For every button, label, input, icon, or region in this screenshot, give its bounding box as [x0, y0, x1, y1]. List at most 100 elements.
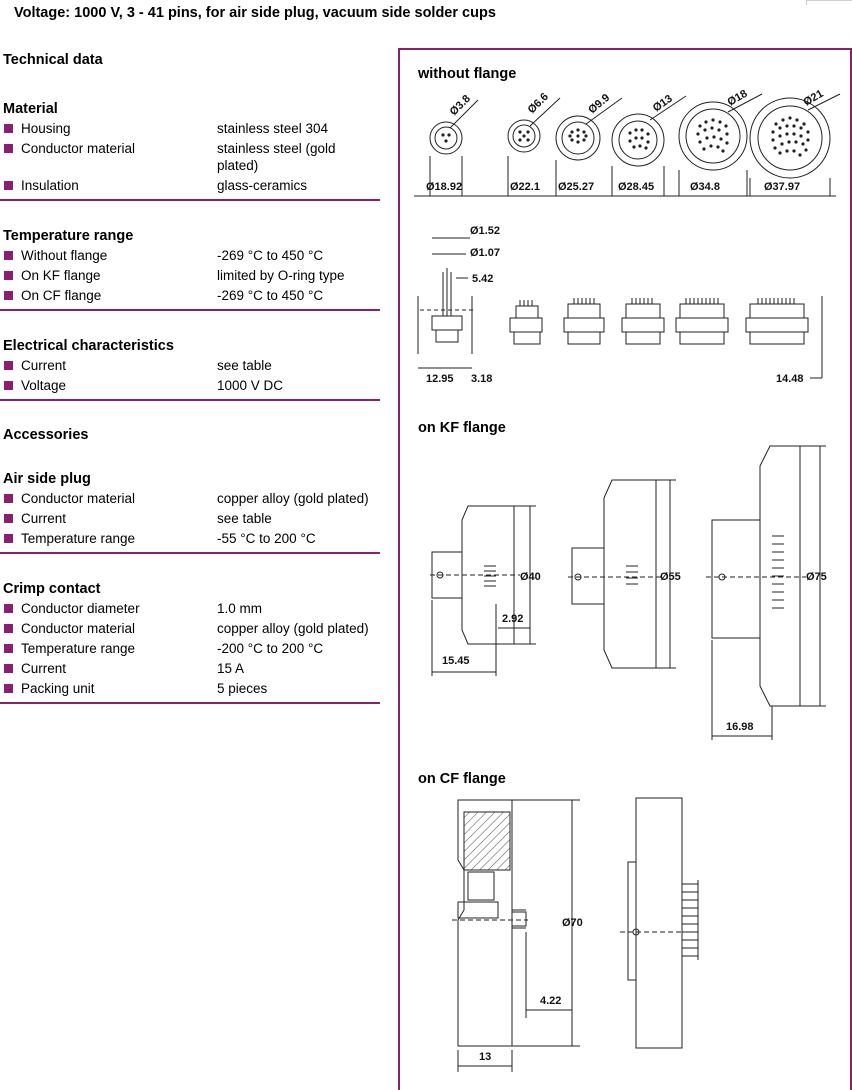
spec-label: Conductor material [21, 141, 136, 156]
spec-row: Conductor material stainless steel (gold … [0, 140, 380, 177]
electrical-section: Electrical characteristics Current see ta… [0, 335, 380, 401]
bullet-square [4, 124, 13, 133]
spec-row: Conductor diameter 1.0 mm [0, 600, 380, 620]
spec-row: Insulation glass-ceramics [0, 177, 380, 199]
dim-label: Ø3.8 [448, 93, 473, 118]
dim-label: Ø1.52 [470, 225, 500, 237]
spec-label: On CF flange [21, 288, 102, 303]
dim-label: 3.18 [471, 373, 492, 385]
material-heading: Material [3, 101, 58, 117]
spec-label: Conductor material [21, 491, 136, 506]
dim-label: 2.92 [502, 613, 523, 625]
kf-flange-drawing [430, 445, 826, 740]
bullet-square [4, 644, 13, 653]
spec-value: 1.0 mm [217, 601, 263, 616]
technical-data-heading: Technical data [3, 52, 103, 68]
accessories-heading: Accessories [3, 427, 89, 443]
cf-flange-title: on CF flange [418, 771, 506, 787]
spec-value: copper alloy (gold plated) [217, 491, 369, 506]
spec-label: Temperature range [21, 531, 136, 546]
temperature-heading: Temperature range [3, 228, 134, 244]
spec-label: Conductor material [21, 621, 136, 636]
bullet-square [4, 271, 13, 280]
front-dimension-leaders [414, 93, 841, 197]
dim-label: Ø18 [726, 88, 750, 109]
spec-label: Current [21, 661, 67, 676]
cf-dimension-labels: Ø70 4.22 13 [479, 917, 583, 1063]
spec-label: Current [21, 358, 67, 373]
spec-row: Temperature range-200 °C to 200 °C [0, 640, 380, 660]
dim-label: Ø18.92 [426, 181, 462, 193]
connector-front-views [429, 97, 831, 179]
spec-row: Conductor material copper alloy (gold pla… [0, 620, 380, 640]
without-flange-title: without flange [418, 66, 517, 82]
dim-label: Ø28.45 [618, 181, 654, 193]
spec-value: stainless steel (gold plated) [217, 141, 336, 173]
spec-label: Temperature range [21, 641, 136, 656]
dim-label: Ø6.6 [526, 91, 551, 116]
electrical-heading: Electrical characteristics [3, 338, 174, 354]
bullet-square [4, 144, 13, 153]
front-dimension-labels: Ø3.8 Ø6.6 Ø9.9 Ø13 Ø18 Ø21 Ø18.92 Ø22.1 … [426, 88, 826, 193]
side-dimension-labels: Ø1.52 Ø1.07 5.42 12.95 3.18 14.48 [426, 225, 804, 385]
bullet-square [4, 181, 13, 190]
dim-label: 12.95 [426, 373, 454, 385]
temperature-section: Temperature range Without flange -269 °C … [0, 225, 380, 311]
drawing-frame [398, 48, 852, 1090]
bullet-square [4, 624, 13, 633]
spec-row: Temperature range-55 °C to 200 °C [0, 530, 380, 552]
kf-dimension-labels: Ø40 2.92 15.45 Ø55 Ø75 16.98 [442, 571, 827, 733]
corner-mark [806, 0, 852, 5]
spec-label: Current [21, 511, 67, 526]
dim-label: 5.42 [472, 273, 493, 285]
kf-center-circles [436, 571, 726, 581]
dim-label: Ø25.27 [558, 181, 594, 193]
spec-label: Insulation [21, 178, 79, 193]
air-side-plug-heading: Air side plug [3, 471, 91, 487]
kf-flange-title: on KF flange [418, 420, 506, 436]
dim-label: Ø75 [806, 571, 827, 583]
spec-label: Housing [21, 121, 71, 136]
spec-label: Without flange [21, 248, 108, 263]
bullet-square [4, 251, 13, 260]
bullet-square [4, 664, 13, 673]
spec-row: Current see table [0, 357, 380, 377]
spec-label: Conductor diameter [21, 601, 140, 616]
dim-label: 15.45 [442, 655, 470, 667]
side-pin-ticks [519, 298, 795, 306]
bullet-square [4, 494, 13, 503]
bullet-square [4, 381, 13, 390]
spec-value: glass-ceramics [217, 178, 308, 193]
dim-label: Ø1.07 [470, 247, 500, 259]
bullet-square [4, 361, 13, 370]
spec-value: copper alloy (gold plated) [217, 621, 369, 636]
spec-value: -269 °C to 450 °C [217, 288, 324, 303]
dim-label: 16.98 [726, 721, 754, 733]
spec-value: 1000 V DC [217, 378, 284, 393]
bullet-square [4, 534, 13, 543]
spec-label: Packing unit [21, 681, 95, 696]
dim-label: Ø22.1 [510, 181, 540, 193]
spec-value: see table [217, 358, 272, 373]
connector-side-views [417, 237, 823, 379]
dim-label: Ø34.8 [690, 181, 720, 193]
connector-pins [441, 116, 810, 157]
spec-row: Conductor material copper alloy (gold pla… [0, 490, 380, 510]
bullet-square [4, 514, 13, 523]
spec-label: Voltage [21, 378, 67, 393]
dim-label: Ø37.97 [764, 181, 800, 193]
spec-value: -269 °C to 450 °C [217, 248, 324, 263]
bullet-square [4, 291, 13, 300]
cf-flange-drawing [452, 797, 700, 1072]
dim-label: Ø40 [520, 571, 541, 583]
dim-label: Ø70 [562, 917, 583, 929]
spec-value: limited by O-ring type [217, 268, 345, 283]
dim-label: 14.48 [776, 373, 804, 385]
